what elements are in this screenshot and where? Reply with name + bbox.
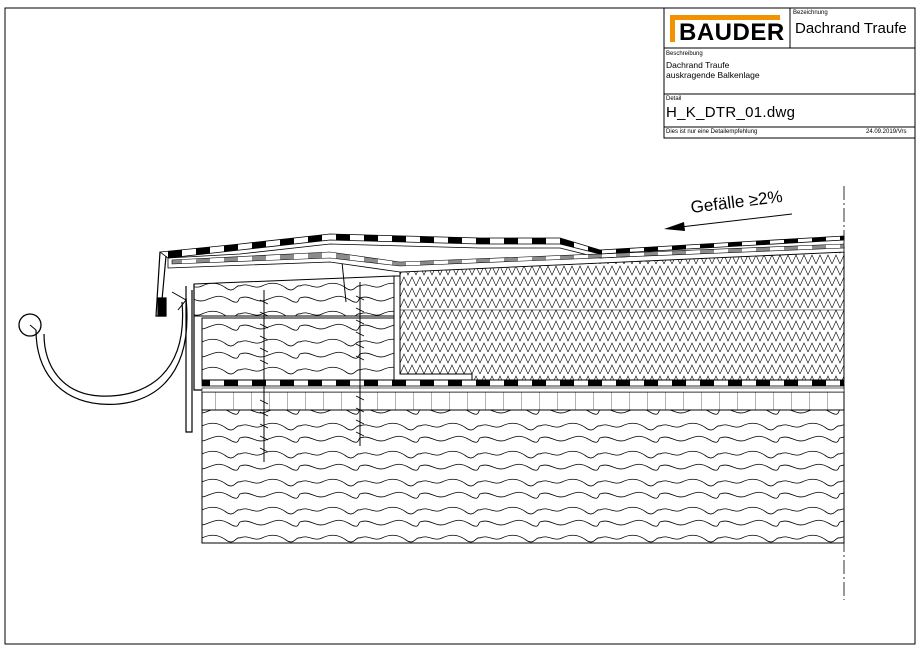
timber-beam [201, 409, 845, 544]
beschreibung-line2: auskragende Balkenlage [666, 70, 760, 80]
title-block [663, 7, 916, 139]
vapour-barrier [201, 379, 845, 387]
fastener-screws [259, 261, 365, 462]
bauder-logo-text: BAUDER [679, 19, 785, 46]
detail-filename: H_K_DTR_01.dwg [666, 104, 796, 121]
metal-angle [393, 275, 473, 381]
beschreibung-line1: Dachrand Traufe [666, 60, 730, 70]
sheet-border [4, 7, 916, 645]
date-revision: 24.09.2019/Vrs [866, 129, 907, 135]
edge-timber [193, 275, 395, 381]
bezeichnung-label: Bezeichnung [793, 10, 828, 16]
disclaimer-note: Dies ist nur eine Detailempfehlung [666, 129, 758, 135]
insulation-layer [399, 251, 845, 381]
bezeichnung-value: Dachrand Traufe [795, 20, 907, 37]
gutter [18, 291, 188, 405]
roof-membrane [158, 233, 845, 273]
detail-label: Detail [666, 96, 682, 102]
bauder-logo-bar [670, 15, 780, 20]
timber-boarding [201, 387, 845, 411]
beschreibung-label: Beschreibung [666, 51, 703, 57]
drip-edge-fascia [155, 251, 202, 433]
slope-arrow [664, 213, 793, 231]
